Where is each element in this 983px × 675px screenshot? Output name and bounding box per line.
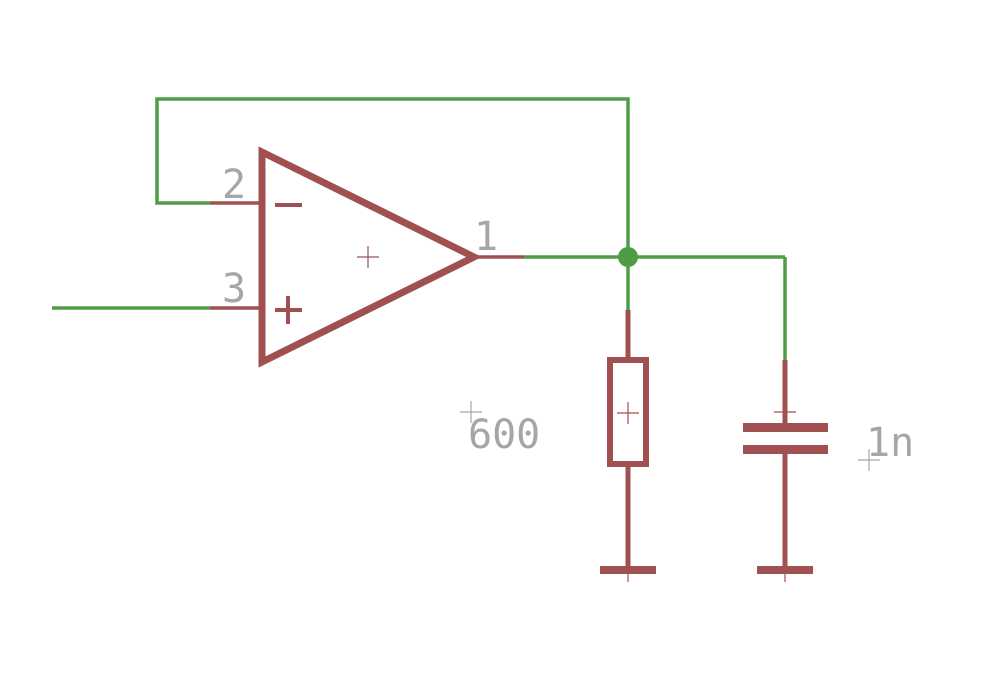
resistor-label-origin-cross [460,401,482,423]
opamp-pin-1-number: 1 [474,214,498,260]
opamp-plus-mark [275,296,302,324]
capacitor-origin-cross [774,401,796,423]
junction-dot [618,247,638,267]
opamp-origin-cross [357,246,379,268]
capacitor-label-origin-cross [858,449,880,471]
resistor-symbol[interactable]: 600 [460,310,649,570]
wires [52,97,787,360]
capacitor-bottom-plate [743,445,828,454]
capacitor-symbol[interactable]: 1n [743,360,914,570]
feedback-wire[interactable] [155,97,630,257]
resistor-value-label: 600 [468,412,540,458]
opamp-triangle [258,146,482,368]
opamp-symbol[interactable]: 2 3 1 [210,146,524,368]
ground-symbol-resistor[interactable] [600,566,656,582]
capacitor-top-plate [743,423,828,432]
ground-symbol-capacitor[interactable] [757,566,813,582]
resistor-origin-cross [617,402,639,424]
capacitor-value-label: 1n [866,420,914,466]
opamp-pin-3-number: 3 [222,266,246,312]
opamp-pin-2-number: 2 [222,162,246,208]
